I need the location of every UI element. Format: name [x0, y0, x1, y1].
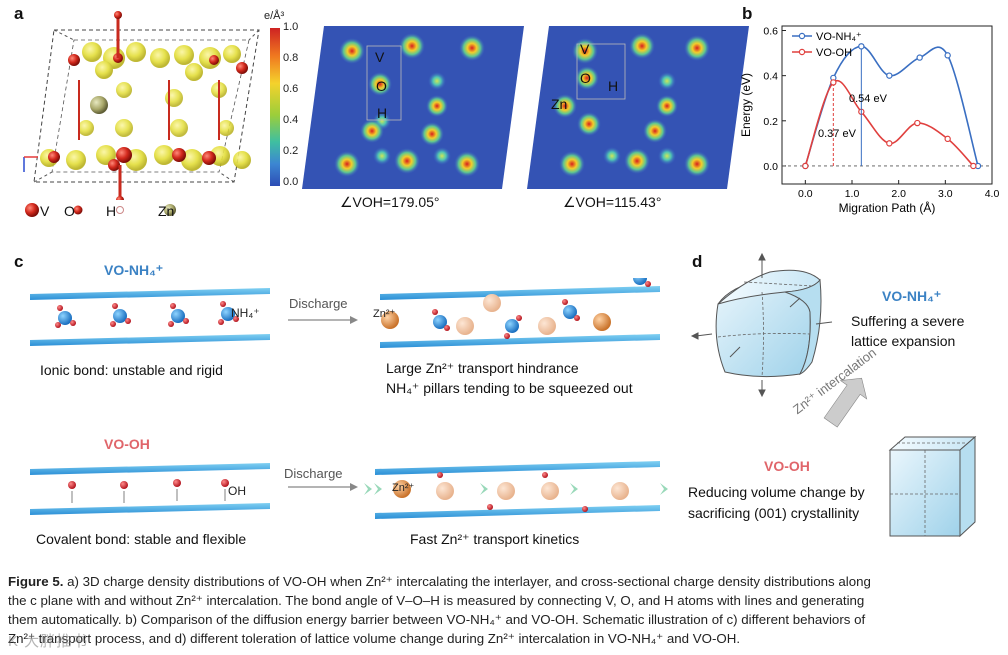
reducing-volume-line2: sacrificing (001) crystallinity	[688, 505, 860, 521]
slice2-zn: Zn	[551, 96, 568, 112]
atom-legend	[25, 203, 176, 217]
data-point	[802, 162, 809, 170]
colorbar-title: e/Å³	[264, 10, 285, 22]
panel-c-label: c	[14, 252, 24, 271]
series-line-1	[804, 79, 974, 167]
ion-transport-schematic-bottom	[30, 461, 668, 519]
data-point	[916, 54, 923, 61]
data-point	[914, 119, 921, 127]
slice2-o: O	[580, 70, 591, 86]
charge-density-slice-1	[302, 26, 524, 189]
series-line-0	[804, 45, 979, 167]
legend-label-nh4: VO-NH₄⁺	[816, 31, 862, 43]
data-point	[944, 135, 951, 143]
panel-a-label: a	[14, 4, 24, 23]
legend-marker-oh	[798, 48, 806, 56]
data-point	[886, 72, 893, 79]
caption-line-3: them automatically. b) Comparison of the…	[8, 612, 866, 627]
charge-density-slice-2	[527, 26, 749, 189]
legend-v: V	[40, 203, 50, 219]
ion-transport-schematic-top	[30, 278, 660, 348]
caption-lead: Figure 5.	[8, 574, 64, 589]
y-tick-label: 0.6	[763, 26, 778, 38]
colorbar-tick: 0.8	[283, 52, 299, 64]
zn-label-bottom: Zn²⁺	[392, 482, 415, 494]
slice1-o: O	[376, 78, 387, 94]
vo-nh4-title: VO-NH₄⁺	[104, 262, 164, 278]
data-point	[970, 162, 977, 170]
y-tick-label: 0.0	[763, 161, 778, 173]
watermark: K 大胖推书	[8, 633, 89, 650]
y-axis-label: Energy (eV)	[740, 73, 753, 137]
plot-frame	[781, 25, 993, 185]
nh4-label: NH₄⁺	[231, 306, 260, 320]
colorbar-tick: 0.4	[283, 114, 299, 126]
vo-oh-title: VO-OH	[104, 436, 150, 452]
vo-oh-title-d: VO-OH	[764, 458, 810, 474]
oh-label: OH	[228, 484, 246, 498]
hindrance-caption: Large Zn²⁺ transport hindrance	[386, 360, 579, 376]
colorbar	[270, 28, 280, 186]
panel-b-label: b	[742, 4, 753, 23]
legend-h: H	[106, 203, 117, 219]
colorbar-tick: 0.6	[283, 83, 299, 95]
ionic-bond-caption: Ionic bond: unstable and rigid	[40, 362, 223, 378]
zn-label-top: Zn²⁺	[373, 308, 396, 320]
annotation-054: 0.54 eV	[849, 93, 888, 105]
severe-expansion-line2: lattice expansion	[851, 333, 956, 349]
reducing-volume-line1: Reducing volume change by	[688, 484, 865, 500]
y-tick-label: 0.2	[763, 116, 778, 128]
data-point	[830, 79, 837, 86]
legend-marker-nh4	[798, 32, 806, 40]
legend-zn: Zn	[158, 203, 175, 219]
caption-line-2: the c plane with and without Zn²⁺ interc…	[8, 593, 865, 608]
covalent-bond-caption: Covalent bond: stable and flexible	[36, 531, 247, 547]
figure-caption: Figure 5. a) 3D charge density distribut…	[8, 572, 1000, 648]
slice1-h: H	[377, 105, 388, 121]
x-tick-label: 0.0	[798, 188, 813, 200]
caption-line-1: a) 3D charge density distributions of VO…	[67, 574, 871, 589]
slice1-angle: ∠VOH=179.05°	[340, 194, 440, 210]
caption-line-4: Zn²⁺ transport process, and d) different…	[8, 631, 741, 646]
slice2-v: V	[580, 41, 590, 57]
squeezed-caption: NH₄⁺ pillars tending to be squeezed out	[386, 380, 633, 396]
x-axis-label: Migration Path (Å)	[839, 200, 936, 215]
x-tick-label: 1.0	[845, 188, 860, 200]
x-tick-label: 3.0	[938, 188, 953, 200]
y-tick-label: 0.4	[763, 71, 778, 83]
severe-expansion-line1: Suffering a severe	[851, 313, 965, 329]
legend-o: O	[64, 203, 75, 219]
discharge-label-bottom: Discharge	[284, 466, 343, 481]
slice2-angle: ∠VOH=115.43°	[563, 194, 662, 210]
vo-nh4-title-d: VO-NH₄⁺	[882, 288, 942, 304]
colorbar-tick: 1.0	[283, 21, 299, 33]
colorbar-tick: 0.0	[283, 176, 299, 188]
panel-d-label: d	[692, 252, 703, 271]
data-point	[858, 43, 865, 50]
slice2-h: H	[608, 78, 619, 94]
fast-transport-caption: Fast Zn²⁺ transport kinetics	[410, 531, 580, 547]
slice1-v: V	[375, 49, 385, 65]
crystal-structure-3d	[23, 11, 260, 200]
legend-label-oh: VO-OH	[816, 47, 852, 59]
x-tick-label: 4.0	[985, 188, 1000, 200]
data-point	[886, 140, 893, 147]
lattice-volume-schematic	[690, 252, 977, 538]
x-tick-label: 2.0	[891, 188, 906, 200]
data-point	[944, 52, 951, 59]
colorbar-tick: 0.2	[283, 145, 299, 157]
annotation-037: 0.37 eV	[818, 128, 857, 140]
discharge-label-top: Discharge	[289, 296, 348, 311]
